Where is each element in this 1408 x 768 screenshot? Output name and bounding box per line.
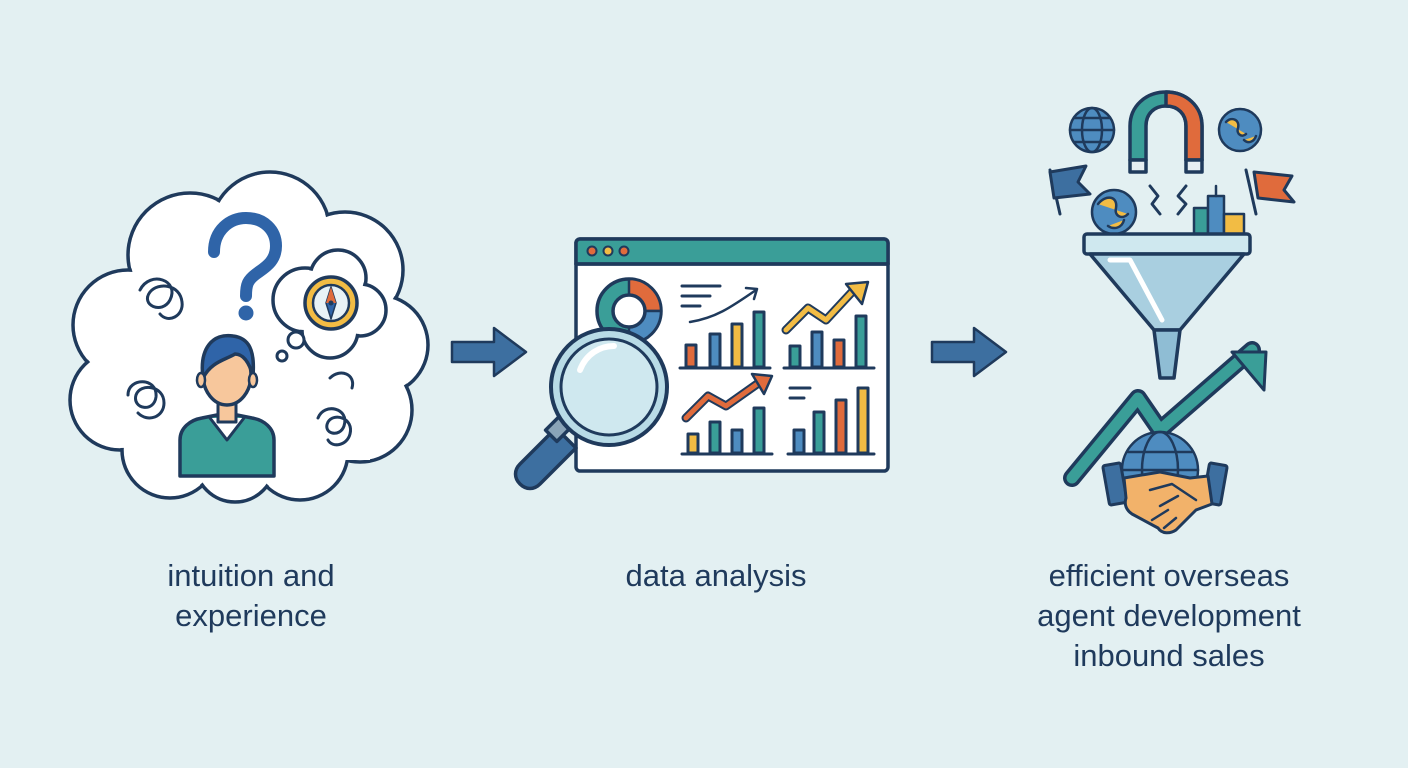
- thinking-person-icon: [68, 170, 430, 504]
- globe-icon: [1217, 107, 1263, 153]
- step-caption-intuition: intuition and experience: [126, 556, 376, 636]
- caption-line: inbound sales: [1073, 638, 1265, 673]
- globe-icon: [1090, 188, 1138, 236]
- lightning-mark: [1176, 184, 1188, 216]
- flag-icon: [1048, 164, 1092, 216]
- magnet-icon: [1128, 90, 1204, 174]
- step-caption-outcome: efficient overseas agent development inb…: [1004, 556, 1334, 676]
- flag-icon: [1244, 168, 1296, 216]
- question-mark-icon: [208, 212, 282, 321]
- person-avatar: [178, 333, 276, 478]
- right-arrow-icon: [450, 326, 528, 378]
- growth-chart-icon: [680, 372, 774, 456]
- caption-line: experience: [175, 598, 327, 633]
- caption-line: data analysis: [625, 558, 807, 593]
- squiggle-mark: [126, 380, 166, 420]
- compass-icon: [271, 248, 388, 363]
- squiggle-mark: [138, 277, 184, 320]
- lightning-mark: [1148, 184, 1162, 216]
- caption-line: intuition and: [167, 558, 335, 593]
- bar-chart-icon: [678, 284, 772, 370]
- squiggle-mark: [328, 371, 355, 390]
- globe-icon: [1068, 106, 1116, 154]
- squiggle-mark: [316, 407, 352, 447]
- caption-line: agent development: [1037, 598, 1301, 633]
- trend-chart-icon: [781, 280, 876, 370]
- bar-chart-icon: [786, 386, 876, 456]
- funnel-icon: [1082, 232, 1252, 380]
- sales-funnel-growth-icon: [1048, 90, 1296, 535]
- growth-arrow-icon: [1063, 341, 1268, 487]
- handshake-icon: [1101, 461, 1229, 535]
- city-buildings-icon: [1192, 184, 1246, 238]
- caption-line: efficient overseas: [1048, 558, 1290, 593]
- right-arrow-icon: [930, 326, 1008, 378]
- magnifier-icon: [513, 327, 669, 491]
- step-caption-analysis: data analysis: [586, 556, 846, 596]
- data-dashboard-icon: [513, 237, 890, 491]
